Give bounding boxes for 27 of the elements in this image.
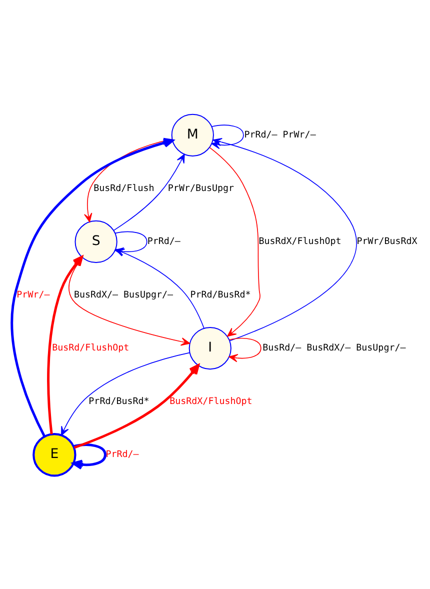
arrow (61, 352, 190, 436)
node-circle: I (188, 326, 232, 370)
edge-label: PrRd/– (147, 236, 180, 247)
arrow (74, 364, 200, 448)
edge-label: BusRd/– BusRdX/– BusUpgr/– (262, 343, 406, 354)
arrow (212, 137, 357, 341)
edge-label: PrWr/BusUpgr (168, 183, 234, 194)
node-circle: M (171, 113, 214, 156)
node-circle: S (74, 220, 118, 263)
edge-label: BusRd/Flush (94, 183, 154, 194)
arrow (115, 248, 204, 328)
edge-label: PrRd/– (106, 450, 139, 460)
node-circle: E (32, 432, 76, 476)
arrow (209, 146, 261, 336)
edge-label: PrWr/BusRdX (356, 236, 418, 247)
arrow (113, 153, 185, 230)
arrow (72, 443, 106, 470)
arrow (228, 337, 262, 362)
edge-label: PrRd/BusRd* (88, 396, 150, 406)
edge-label: BusRdX/FlushOpt (258, 236, 342, 247)
edge-label: PrWr/– (16, 290, 50, 300)
edge-label: PrRd/– PrWr/– (244, 130, 316, 140)
edge-label: BusRdX/FlushOpt (170, 396, 252, 406)
edge-label: BusRdX/– BusUpgr/– (74, 290, 174, 300)
edge-label: PrRd/BusRd* (190, 290, 251, 300)
edge-label: BusRd/FlushOpt (52, 343, 130, 354)
arrow (68, 256, 190, 346)
